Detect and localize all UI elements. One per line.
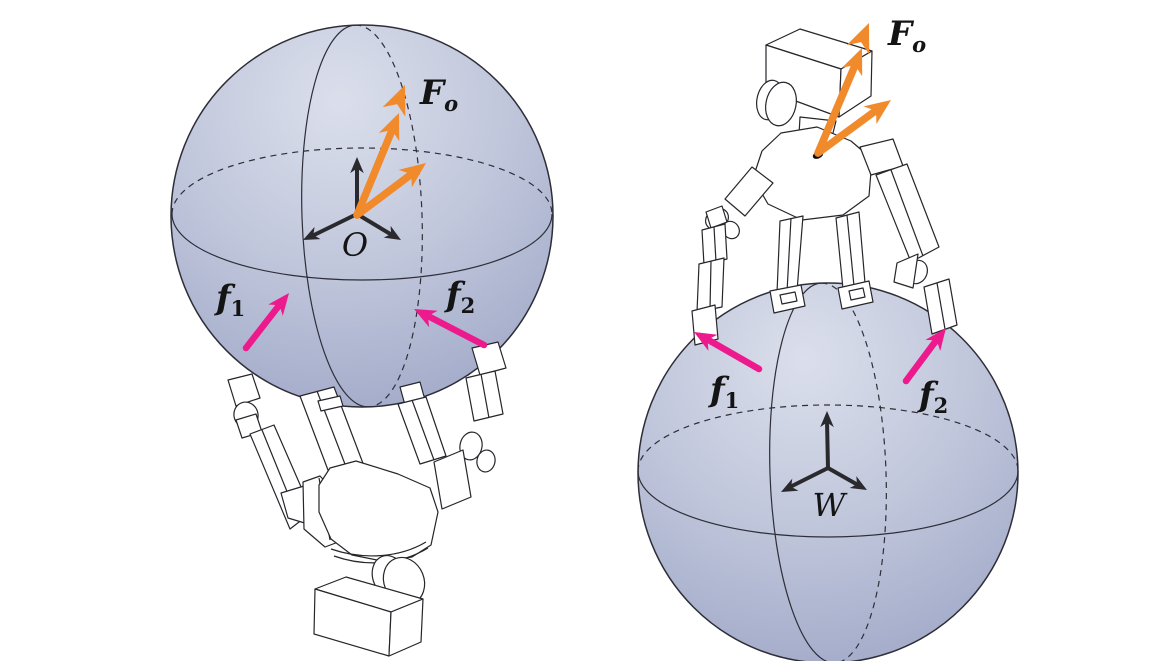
- force-label-object: Fo: [419, 73, 458, 116]
- robot-hand-left: [227, 341, 507, 657]
- contact1-label-object: f1: [214, 278, 245, 321]
- object-sphere-meridian-back: [355, 24, 423, 408]
- world-frame-axes: [777, 411, 871, 499]
- object-wrench-arrows: [353, 80, 433, 219]
- fingertip: [471, 341, 507, 376]
- robot-hand-right: [691, 28, 958, 346]
- contact1-label-world: f1: [708, 370, 739, 413]
- object-sphere-meridian-front: [301, 24, 369, 408]
- contact2-label-object: f2: [444, 275, 475, 318]
- palm: [752, 126, 873, 221]
- object-contact-force-1: [242, 287, 297, 352]
- object-contact-force-2: [409, 300, 488, 349]
- world-contact-force-2: [902, 322, 954, 385]
- object-sphere-equator-back: [171, 147, 553, 215]
- world-frame-view: Fo f1 f2 W: [637, 14, 1019, 661]
- force-label-world: Fo: [887, 14, 926, 57]
- contact2-label-world: f2: [917, 375, 948, 418]
- world-frame-label: W: [813, 486, 849, 524]
- world-sphere-equator-back: [637, 404, 1019, 472]
- fingertip: [227, 373, 261, 407]
- palm: [318, 460, 439, 562]
- object-sphere-equator-front: [171, 213, 553, 281]
- world-sphere-equator-front: [637, 470, 1019, 538]
- world-wrench-arrows: [814, 18, 898, 157]
- object-frame-label: O: [342, 226, 368, 264]
- object-frame-view: Fo f1 f2 O: [170, 24, 554, 657]
- world-contact-force-1: [689, 323, 763, 373]
